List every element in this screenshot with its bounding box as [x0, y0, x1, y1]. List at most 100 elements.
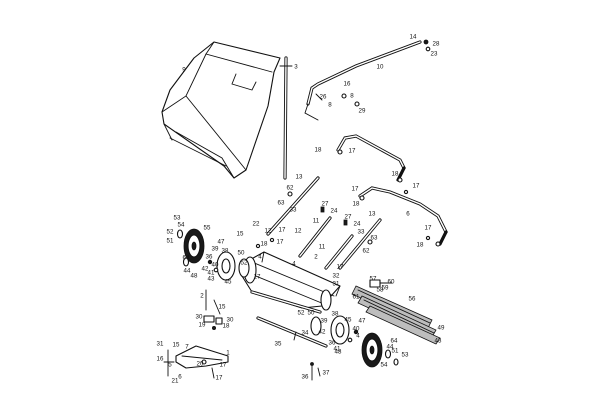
- callout-label: 4: [356, 333, 360, 340]
- callout-label: 63: [371, 235, 378, 242]
- brush-assembly: [351, 279, 441, 345]
- callout-label: 6: [406, 211, 410, 218]
- callout-label: 7: [185, 344, 189, 351]
- callout-label: 39: [212, 246, 219, 253]
- callout-label: 33: [358, 229, 365, 236]
- callout-label: 5: [168, 362, 172, 369]
- callout-label: 18: [353, 201, 360, 208]
- callout-label: 8: [350, 93, 354, 100]
- callout-label: 18: [417, 242, 424, 249]
- callout-label: 31: [157, 341, 164, 348]
- callout-label: 41: [208, 270, 215, 277]
- callout-label: 17: [349, 148, 356, 155]
- callout-label: 27: [322, 201, 329, 208]
- callout-label: 18: [392, 171, 399, 178]
- callout-label: 15: [219, 304, 226, 311]
- callout-label: 48: [191, 273, 198, 280]
- callout-label: 19: [199, 322, 206, 329]
- callout-label: 49: [438, 325, 445, 332]
- callout-label: 23: [431, 51, 438, 58]
- callout-label: 53: [174, 215, 181, 222]
- left-drive-gear: [207, 251, 250, 281]
- callout-label: 55: [204, 225, 211, 232]
- callout-label: 54: [178, 222, 185, 229]
- callout-label: 36: [329, 340, 336, 347]
- fasteners: [255, 189, 431, 381]
- callout-label: 2: [314, 254, 318, 261]
- callout-label: 56: [409, 296, 416, 303]
- callout-label: 17: [220, 362, 227, 369]
- right-drive-gear: [310, 315, 359, 345]
- callout-label: 4: [258, 254, 262, 261]
- callout-label: 13: [296, 174, 303, 181]
- callout-label: 51: [167, 238, 174, 245]
- callout-label: 18: [223, 323, 230, 330]
- handle-frame-right: [358, 186, 448, 247]
- callout-label: 6: [178, 374, 182, 381]
- callout-label: 24: [331, 208, 338, 215]
- callout-label: 17: [216, 375, 223, 382]
- callout-label: 36: [206, 254, 213, 261]
- callout-label: 64: [391, 338, 398, 345]
- callout-label: 40: [212, 262, 219, 269]
- callout-label: 62: [363, 248, 370, 255]
- callout-label: 43: [208, 276, 215, 283]
- lower-handle-tubes: [266, 176, 382, 270]
- callout-label: 39: [321, 318, 328, 325]
- callout-label: 38: [332, 311, 339, 318]
- callout-label: 57: [370, 276, 377, 283]
- callout-label: 16: [157, 356, 164, 363]
- callout-label: 48: [335, 349, 342, 356]
- callout-label: 17: [279, 227, 286, 234]
- callout-label: 22: [253, 221, 260, 228]
- callout-label: 42: [319, 329, 326, 336]
- callout-label: 63: [278, 200, 285, 207]
- callout-label: 15: [237, 231, 244, 238]
- callout-label: 33: [290, 207, 297, 214]
- callout-label: 44: [387, 344, 394, 351]
- callout-label: 11: [319, 244, 326, 251]
- callout-label: 15: [173, 342, 180, 349]
- callout-label: 41: [334, 346, 341, 353]
- upper-handle: [304, 39, 431, 121]
- callout-label: 37: [323, 370, 330, 377]
- callout-label: 2: [200, 293, 204, 300]
- callout-label: 8: [328, 102, 332, 109]
- callout-label: 26: [320, 94, 327, 101]
- callout-label: 4: [292, 261, 296, 268]
- callout-label: 9: [182, 67, 186, 74]
- hopper-bag: [161, 41, 281, 179]
- callout-label: 58: [377, 287, 384, 294]
- callout-label: 14: [410, 34, 417, 41]
- callout-label: 45: [225, 279, 232, 286]
- callout-label: 53: [402, 352, 409, 359]
- callout-label: 17: [413, 183, 420, 190]
- bag-support-rod: [279, 56, 293, 180]
- callout-label: 40: [353, 326, 360, 333]
- callout-label: 35: [275, 341, 282, 348]
- left-wheel: [176, 228, 205, 267]
- callout-label: 44: [184, 268, 191, 275]
- callout-label: 47: [359, 318, 366, 325]
- callout-label: 43: [435, 338, 442, 345]
- callout-label: 36: [302, 374, 309, 381]
- height-adjust-bracket: [163, 345, 229, 379]
- callout-label: 54: [381, 362, 388, 369]
- callout-label: 3: [294, 64, 298, 71]
- callout-label: 13: [369, 211, 376, 218]
- callout-label: 30: [227, 317, 234, 324]
- callout-label: 32: [333, 273, 340, 280]
- callout-label: 38: [222, 248, 229, 255]
- right-wheel: [361, 332, 399, 368]
- callout-label: 20: [197, 361, 204, 368]
- callout-label: 12: [295, 228, 302, 235]
- callout-label: 28: [433, 41, 440, 48]
- callout-label: 24: [354, 221, 361, 228]
- callout-label: 62: [287, 185, 294, 192]
- callout-label: 27: [345, 214, 352, 221]
- callout-label: 11: [313, 218, 320, 225]
- callout-label: 17: [337, 264, 344, 271]
- callout-label: 17: [277, 239, 284, 246]
- callout-label: 18: [261, 241, 268, 248]
